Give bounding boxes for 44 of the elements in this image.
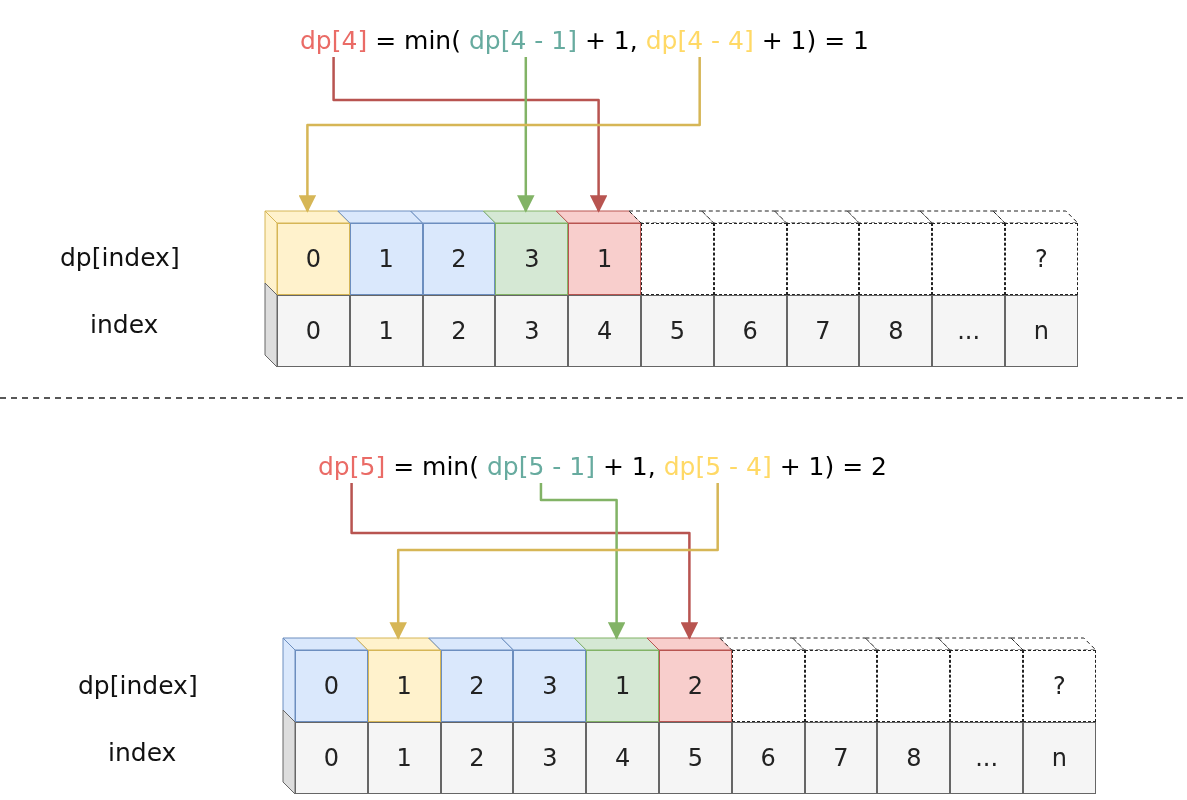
row-label: index [90,310,159,339]
index-cell: 0 [277,295,350,367]
index-cell: 2 [440,722,514,794]
arrow [350,483,699,640]
index-cell: 3 [495,295,569,367]
formula-term: dp[5] [318,452,386,481]
index-cell: n [1005,295,1078,367]
formula-text: = min( [393,452,479,481]
index-cell: 7 [786,295,860,367]
index-cell: 7 [804,722,878,794]
index-cell: 0 [295,722,368,794]
index-cell: 6 [731,722,805,794]
index-cell: 3 [513,722,587,794]
index-cell: 8 [859,295,933,367]
arrow [389,483,719,640]
formula-text: + 1) = 2 [779,452,887,481]
formula-text: + 1) = 1 [761,26,869,55]
index-cell: 1 [349,295,423,367]
index-cell: 6 [713,295,787,367]
index-cell: 5 [659,722,732,794]
arrow [332,57,608,213]
arrow [539,483,626,640]
formula-term: dp[4 - 4] [645,26,754,55]
formula-term: dp[5 - 4] [663,452,772,481]
row-label: dp[index] [60,243,180,272]
index-cell: 1 [367,722,441,794]
index-cell: 4 [568,295,641,367]
formula-term: dp[4] [300,26,368,55]
index-cell: ... [950,722,1023,794]
formula-text: = min( [375,26,461,55]
formula-term: dp[4 - 1] [468,26,577,55]
arrow [298,57,701,213]
formula-term: dp[5 - 1] [486,452,595,481]
row-label: index [108,738,177,767]
row-label: dp[index] [78,671,198,700]
formula-text: + 1, [602,452,656,481]
index-cell: 8 [877,722,951,794]
arrow [517,57,535,213]
index-cell: n [1023,722,1096,794]
formula-text: + 1, [584,26,638,55]
index-cell: 2 [422,295,496,367]
index-cell: 4 [586,722,659,794]
index-cell: 5 [641,295,714,367]
index-cell: ... [932,295,1005,367]
